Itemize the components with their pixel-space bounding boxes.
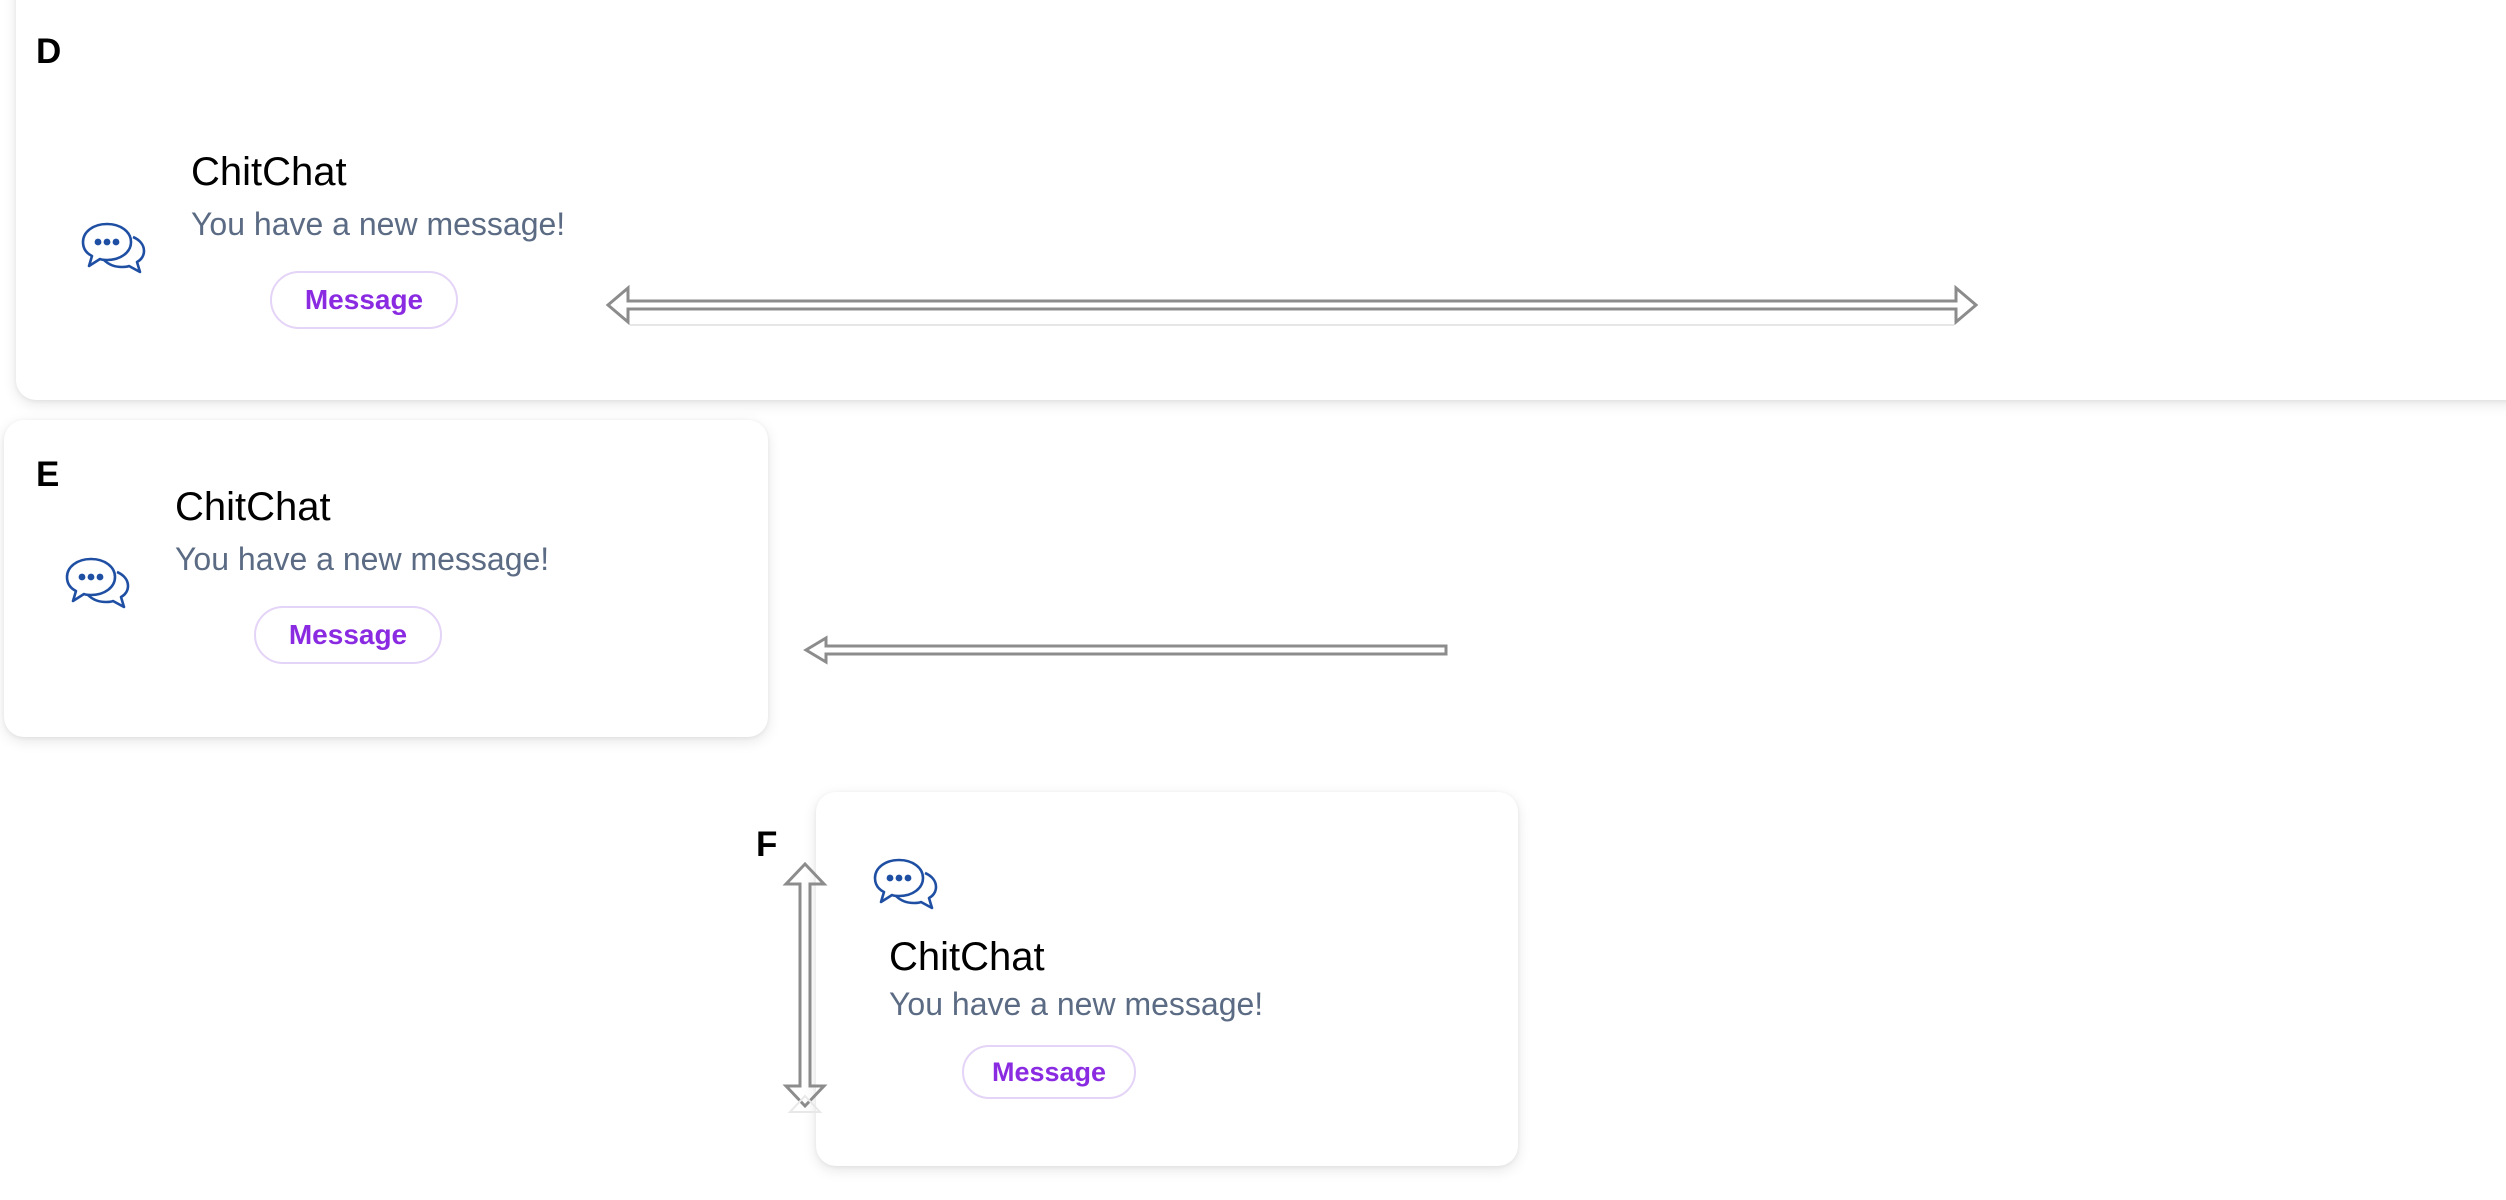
chat-bubbles-icon xyxy=(80,220,146,280)
message-button[interactable]: Message xyxy=(254,606,442,664)
chat-bubbles-icon xyxy=(64,555,130,615)
left-arrow xyxy=(800,630,1460,670)
panel-label-d: D xyxy=(36,32,62,71)
panel-label-f: F xyxy=(756,825,778,864)
notification-message: You have a new message! xyxy=(191,206,566,242)
message-button[interactable]: Message xyxy=(270,271,458,329)
chat-bubbles-icon xyxy=(872,856,938,916)
message-button[interactable]: Message xyxy=(962,1045,1136,1099)
horizontal-double-arrow xyxy=(600,280,1984,340)
notification-message: You have a new message! xyxy=(175,541,550,577)
app-name: ChitChat xyxy=(191,150,347,194)
vertical-double-arrow xyxy=(780,858,830,1128)
app-name: ChitChat xyxy=(175,485,331,529)
panel-label-e: E xyxy=(36,455,60,494)
app-name: ChitChat xyxy=(889,935,1045,979)
notification-card-d xyxy=(16,0,2506,400)
notification-card-f xyxy=(816,792,1518,1166)
notification-card-e xyxy=(4,420,768,737)
notification-message: You have a new message! xyxy=(889,986,1264,1022)
